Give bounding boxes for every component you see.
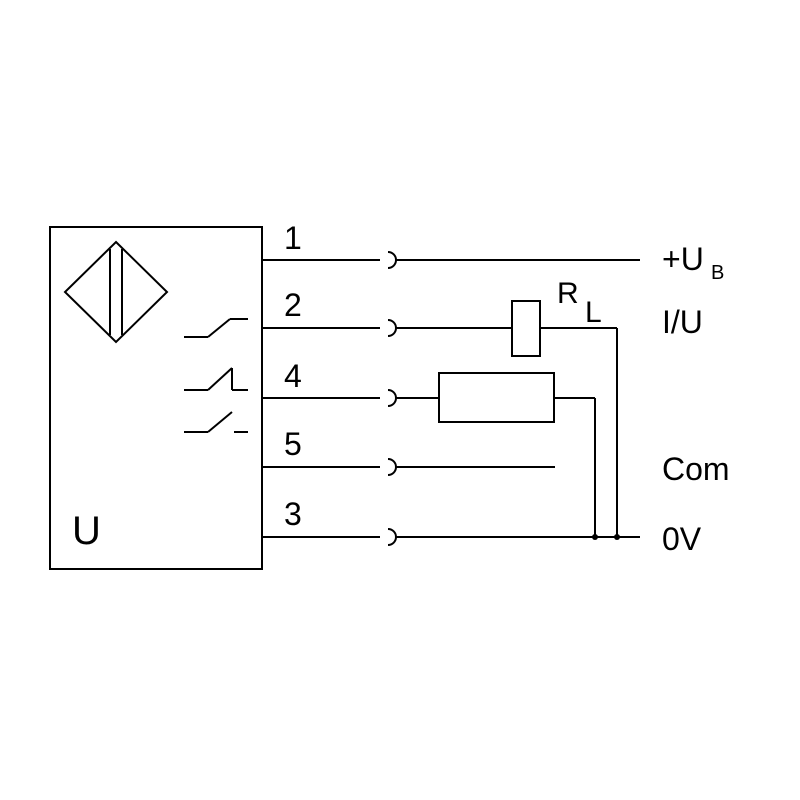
load-resistor-label: R xyxy=(557,277,579,310)
wire-pin-3 xyxy=(262,528,640,546)
wire-pin-1 xyxy=(262,251,640,269)
terminal-label-com: Com xyxy=(662,451,730,487)
output-2-switch-icon xyxy=(184,318,248,338)
sensor-symbol-icon xyxy=(63,240,169,344)
pin-number-3: 3 xyxy=(284,496,302,532)
terminal-label-output: I/U xyxy=(662,304,703,340)
pin-number-1: 1 xyxy=(284,220,302,256)
load-pin-4 xyxy=(438,372,555,423)
output-5-switch-icon xyxy=(184,411,248,433)
pin-number-4: 4 xyxy=(284,358,302,394)
junction-dot xyxy=(614,534,620,540)
terminal-label-supply-sub: B xyxy=(711,262,724,284)
terminal-label-ground: 0V xyxy=(662,521,702,557)
load-resistor-label-sub: L xyxy=(585,296,602,329)
pin-number-5: 5 xyxy=(284,426,302,462)
wire-pin-2 xyxy=(262,319,618,537)
load-resistor xyxy=(511,300,541,357)
junction-dot xyxy=(592,534,598,540)
wire-pin-4 xyxy=(262,389,596,537)
output-4-switch-icon xyxy=(184,367,248,391)
sensor-label: U xyxy=(72,509,101,553)
pin-number-2: 2 xyxy=(284,287,302,323)
wire-pin-5 xyxy=(262,458,555,476)
terminal-label-supply: +U xyxy=(662,241,704,277)
